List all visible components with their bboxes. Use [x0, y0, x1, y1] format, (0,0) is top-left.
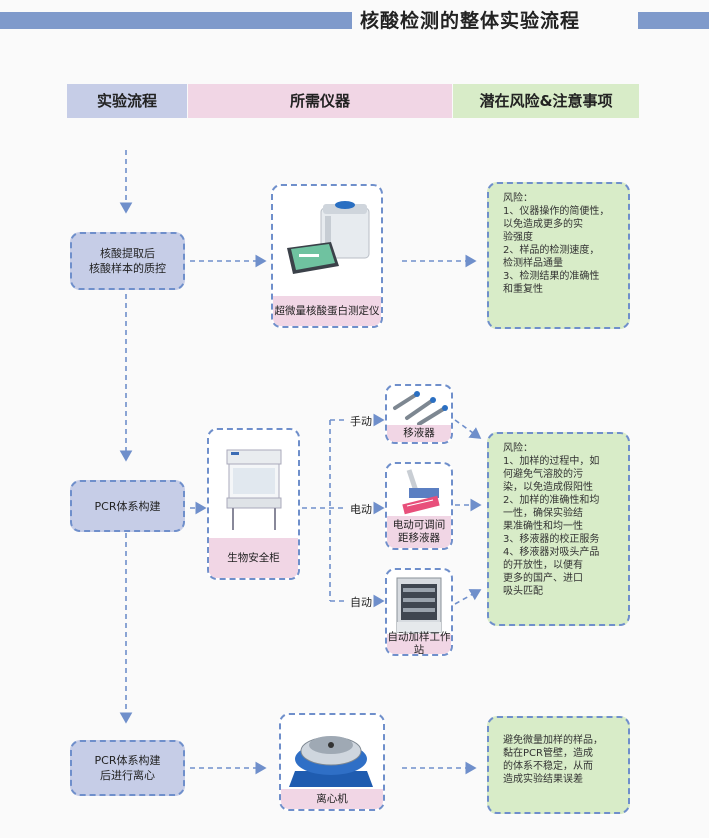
instrument-electronic-pipette: 电动可调间 距移液器 [385, 462, 453, 550]
centrifuge-label: 离心机 [281, 789, 383, 809]
instrument-spectrophotometer: 超微量核酸蛋白测定仪 [271, 184, 383, 328]
instrument-workstation: 自动加样工作站 [385, 568, 453, 656]
arrow-workstation-risk2 [454, 589, 482, 605]
page-title: 核酸检测的整体实验流程 [360, 10, 581, 32]
workstation-image [396, 577, 442, 633]
instrument-biosafety-cabinet: 生物安全柜 [207, 428, 300, 580]
mode-auto: 自动 [350, 596, 372, 609]
arrow-pipette-risk2 [454, 419, 482, 439]
title-bar-left [0, 12, 352, 29]
flow-step-pcr: PCR体系构建 [70, 480, 185, 532]
flow-step-qc-label: 核酸提取后 核酸样本的质控 [89, 247, 166, 275]
flow-step-centrifuge: PCR体系构建 后进行离心 [70, 740, 185, 796]
header-flow: 实验流程 [67, 84, 187, 118]
header-instruments: 所需仪器 [188, 84, 452, 118]
flow-step-pcr-label: PCR体系构建 [94, 499, 161, 513]
flow-step-centrifuge-label: PCR体系构建 后进行离心 [94, 754, 161, 782]
mode-electric: 电动 [350, 503, 372, 516]
electronic-pipette-image [402, 469, 440, 515]
instrument-pipette: 移液器 [385, 384, 453, 444]
spectrophotometer-label: 超微量核酸蛋白测定仪 [273, 296, 381, 326]
risk-box-qc: 风险： 1、仪器操作的简便性， 以免造成更多的实 验强度 2、样品的检测速度， … [487, 182, 630, 329]
spectrophotometer-image [287, 201, 370, 274]
electronic-pipette-label: 电动可调间 距移液器 [387, 516, 451, 548]
centrifuge-image [289, 736, 373, 787]
flow-step-qc: 核酸提取后 核酸样本的质控 [70, 232, 185, 290]
biosafety-cabinet-image [226, 449, 282, 530]
header-risks: 潜在风险&注意事项 [453, 84, 639, 118]
workstation-label: 自动加样工作站 [387, 631, 451, 656]
pipette-image [393, 391, 448, 426]
risk-box-centrifuge: 避免微量加样的样品， 黏在PCR管壁，造成 的体系不稳定，从而 造成实验结果误差 [487, 716, 630, 814]
pipette-label: 移液器 [387, 425, 451, 442]
biosafety-cabinet-label: 生物安全柜 [209, 538, 298, 578]
title-bar-right [638, 12, 709, 29]
risk-box-pcr: 风险： 1、加样的过程中，如 何避免气溶胶的污 染，以免造成假阳性 2、加样的准… [487, 432, 630, 626]
mode-manual: 手动 [350, 415, 372, 428]
instrument-centrifuge: 离心机 [279, 713, 385, 811]
